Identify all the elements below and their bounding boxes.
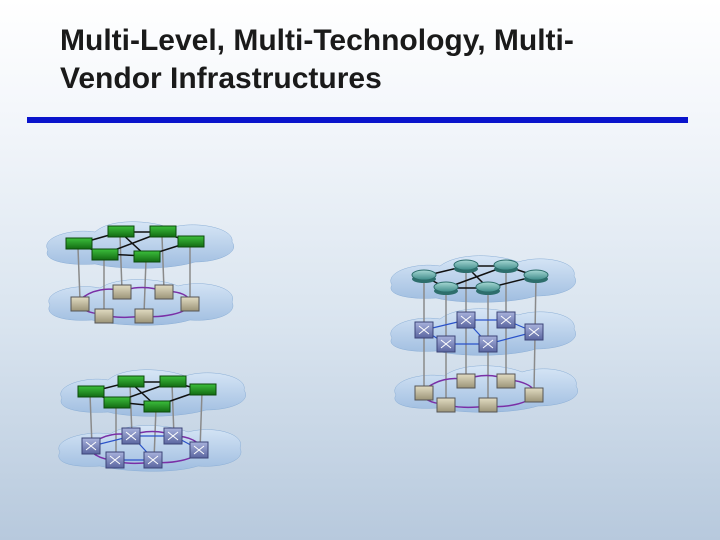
router-module-icon (143, 400, 171, 413)
switch-icon (143, 451, 163, 469)
switch-icon (496, 311, 516, 329)
router-modules (77, 375, 217, 413)
server-nodes (70, 284, 200, 324)
router-module-icon (65, 237, 93, 250)
server-icon (180, 296, 200, 312)
server-icon (524, 387, 544, 403)
switch-nodes (414, 311, 544, 353)
server-icon (414, 385, 434, 401)
router-module-icon (77, 385, 105, 398)
router-module-icon (159, 375, 187, 388)
router-module-icon (107, 225, 135, 238)
router-module-icon (91, 248, 119, 261)
router-module-icon (117, 375, 145, 388)
router-module-icon (133, 250, 161, 263)
switch-icon (81, 437, 101, 455)
router-icon (475, 281, 501, 295)
router-icon (453, 259, 479, 273)
server-icon (70, 296, 90, 312)
vertical-links (89, 383, 203, 461)
stack-top-left (46, 221, 234, 326)
switch-icon (189, 441, 209, 459)
server-icon (94, 308, 114, 324)
server-icon (456, 373, 476, 389)
router-icon (523, 269, 549, 283)
router-icon (411, 269, 437, 283)
switch-nodes (81, 427, 209, 469)
server-nodes (414, 373, 544, 413)
switch-icon (436, 335, 456, 353)
server-icon (154, 284, 174, 300)
switch-icon (121, 427, 141, 445)
router-icon (433, 281, 459, 295)
router-module-icon (149, 225, 177, 238)
server-icon (478, 397, 498, 413)
router-icon (493, 259, 519, 273)
title-rule (27, 117, 688, 123)
router-module-icon (189, 383, 217, 396)
switch-icon (163, 427, 183, 445)
switch-icon (414, 321, 434, 339)
server-icon (436, 397, 456, 413)
server-icon (134, 308, 154, 324)
router-nodes (411, 259, 549, 295)
vertical-links (77, 235, 191, 315)
server-icon (112, 284, 132, 300)
switch-icon (456, 311, 476, 329)
slide-title: Multi-Level, Multi-Technology, Multi-Ven… (60, 24, 574, 95)
server-icon (496, 373, 516, 389)
switch-icon (524, 323, 544, 341)
router-modules (65, 225, 205, 263)
stack-right (390, 255, 578, 413)
router-module-icon (103, 396, 131, 409)
stack-bottom-left (58, 369, 246, 472)
router-module-icon (177, 235, 205, 248)
switch-icon (105, 451, 125, 469)
switch-icon (478, 335, 498, 353)
